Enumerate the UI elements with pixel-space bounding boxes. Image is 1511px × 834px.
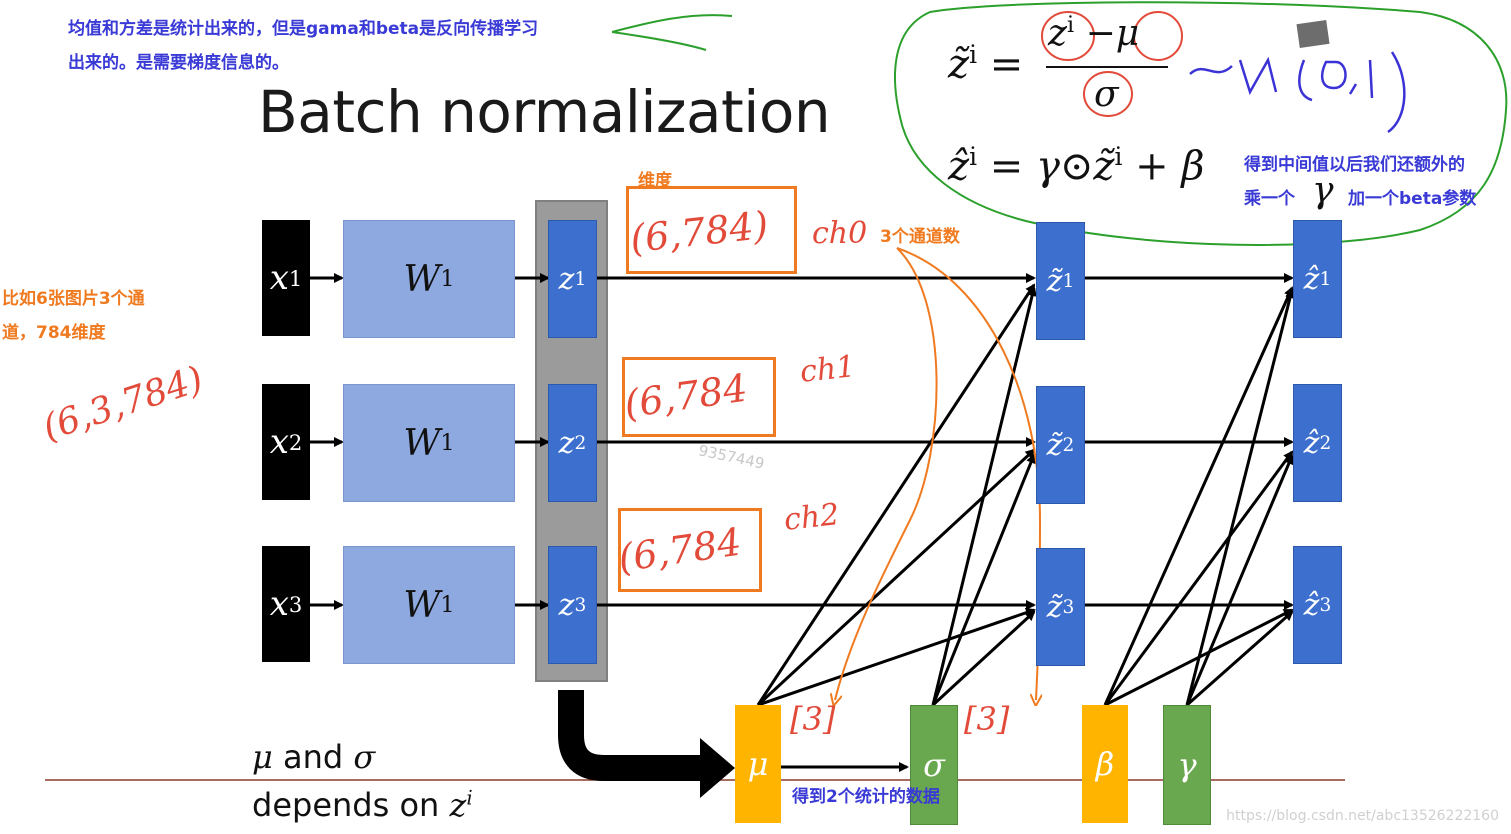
note-right-line2a: 乘一个 [1244,189,1295,209]
arrow-mu-zt2 [756,448,1036,707]
arrow-beta-zh2 [1103,450,1294,706]
formula-lhs1: z̃i = [948,40,1024,88]
z-tilde-box-1: z̃1 [1036,222,1085,340]
big-curved-arrowhead [700,738,735,798]
window-icon[interactable] [1296,20,1330,48]
circle-zi [1041,11,1095,61]
arrow-mu-zt1 [756,283,1036,706]
note-bottom: 得到2个统计的数据 [792,787,940,807]
circle-mu [1133,11,1183,61]
formula-denominator: σ [1094,74,1119,115]
z-tilde-box-2: z̃2 [1036,386,1085,504]
mu-box: μ [735,705,781,823]
z-tilde-box-3: z̃3 [1036,548,1085,666]
shape-box-ch2 [618,508,762,592]
note-left-line1: 比如6张图片3个通 [2,289,145,309]
arrow-sigma-zt2 [931,453,1036,706]
note-top-line1: 均值和方差是统计出来的，但是gama和beta是反向传播学习 [68,19,539,39]
arrow-sigma-zt1 [931,286,1037,706]
note-top-line2: 出来的。是需要梯度信息的。 [68,53,289,73]
arrow-beta-zh1 [1103,286,1294,706]
green-pointer [611,14,733,51]
shape-box-ch0 [626,186,797,274]
watermark: https://blog.csdn.net/abc13526222160 [1226,808,1499,824]
normal-dist-hand [1189,51,1406,134]
formula-numerator: zi −μ [1048,12,1140,54]
formula-line2: ẑi = γ⊙z̃i + β [948,142,1205,190]
note-right-line1: 得到中间值以后我们还额外的 [1244,155,1465,175]
arrow-mu-zt3 [757,607,1036,707]
arrow-gamma-zh1 [1185,288,1295,706]
depends-caption: depends on zi [252,786,473,824]
page-title: Batch normalization [258,78,831,146]
note-channels: 3个通道数 [880,227,960,247]
hand-ch1: ch1 [798,349,857,390]
fraction-bar [1046,66,1168,68]
formula-gamma-small: γ [1312,170,1334,211]
arrow-gamma-zh3 [1186,610,1294,707]
circle-sigma [1083,71,1133,117]
note-left-line2: 道，784维度 [2,323,106,343]
beta-box: β [1082,705,1128,823]
mu-sigma-caption: μ and σ [252,738,376,776]
note-right-line2b: 加一个beta参数 [1348,189,1477,209]
gamma-box: γ [1163,705,1211,825]
arrow-sigma-zt3 [931,610,1036,707]
hand-ch0: ch0 [812,216,868,251]
shape-box-ch1 [622,357,776,437]
formula-green-circle [894,1,1508,246]
big-curved-arrow [558,690,705,781]
hand-bracket-mu: [3] [790,700,836,738]
hand-ch2: ch2 [782,497,841,538]
arrow-gamma-zh2 [1185,454,1294,706]
hand-bracket-sigma: [3] [964,700,1010,738]
orange-curve-1 [835,247,938,700]
sigma-box: σ [910,705,958,825]
